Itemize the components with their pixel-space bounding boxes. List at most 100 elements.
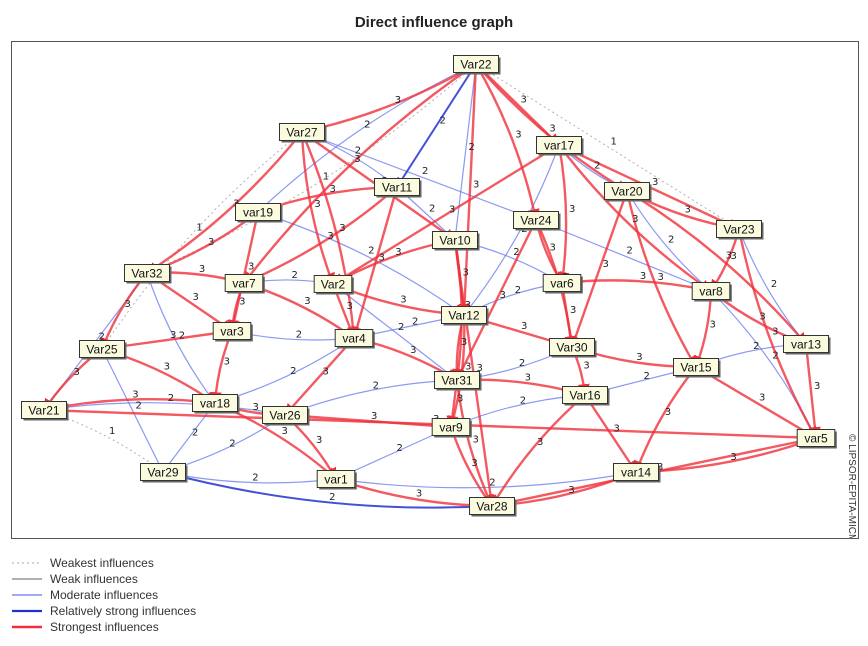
edge-label: 1: [196, 223, 202, 234]
edge-label: 2: [364, 119, 370, 130]
node-label: Var21: [28, 404, 59, 418]
node-var9[interactable]: var9: [431, 418, 472, 438]
legend-label-strongest: Strongest influences: [50, 620, 159, 634]
edge-var27-var25: [101, 131, 303, 350]
node-var21[interactable]: Var21: [21, 401, 69, 421]
edge-var22-var12: [458, 63, 478, 317]
edge-label: 2: [644, 371, 650, 382]
edge-label: 3: [515, 130, 521, 141]
node-var26[interactable]: Var26: [262, 406, 310, 426]
node-var13[interactable]: var13: [783, 335, 831, 355]
node-box: [432, 231, 478, 249]
edge-label: 3: [224, 356, 230, 367]
legend-item-strongest: Strongest influences: [12, 619, 412, 635]
edge-label: 3: [395, 95, 401, 106]
node-var1[interactable]: var1: [316, 470, 357, 490]
edge-label: 3: [614, 424, 620, 435]
node-box: [79, 340, 125, 358]
node-box: [235, 203, 281, 221]
edge-label: 3: [473, 180, 479, 191]
edge-var27-var2: [300, 131, 335, 286]
node-label: Var26: [269, 409, 300, 423]
edge-var19-var12: [257, 211, 465, 316]
node-var5[interactable]: var5: [796, 429, 837, 449]
node-var12[interactable]: Var12: [441, 306, 489, 326]
edge-label: 3: [461, 337, 467, 348]
edge-label: 3: [636, 352, 642, 363]
node-var6[interactable]: var6: [542, 274, 583, 294]
edge-label: 3: [410, 345, 416, 356]
edge-label: 2: [397, 443, 403, 454]
edge-label: 2: [368, 245, 374, 256]
edge-label: 3: [525, 372, 531, 383]
edge-label: 3: [471, 458, 477, 469]
edge-var16-var14: [583, 394, 638, 474]
edge-label: 2: [422, 166, 428, 177]
edge-label: 3: [537, 437, 543, 448]
node-var17[interactable]: var17: [536, 136, 584, 156]
edge-label: 3: [282, 426, 288, 437]
edge-label: 3: [759, 393, 765, 404]
edge-label: 2: [519, 358, 525, 369]
node-var29[interactable]: Var29: [140, 463, 188, 483]
legend-line-weakest-icon: [12, 562, 42, 564]
edge-label: 3: [193, 292, 199, 303]
edge-var32-var25: [100, 272, 148, 351]
edge-label: 2: [772, 350, 778, 361]
node-var23[interactable]: Var23: [716, 220, 764, 240]
node-var11[interactable]: Var11: [374, 178, 422, 198]
node-label: Var2: [321, 278, 346, 292]
node-var27[interactable]: Var27: [279, 123, 327, 143]
edge-label: 3: [347, 301, 353, 312]
node-box: [334, 329, 374, 347]
node-var8[interactable]: var8: [691, 282, 732, 302]
edge-label: 3: [323, 367, 329, 378]
node-var25[interactable]: Var25: [79, 340, 127, 360]
edge-label: 3: [74, 367, 80, 378]
node-var22[interactable]: Var22: [453, 55, 501, 75]
node-var2[interactable]: Var2: [313, 275, 354, 295]
node-var28[interactable]: Var28: [469, 497, 517, 517]
node-var14[interactable]: var14: [613, 463, 661, 483]
edge-label: 2: [440, 116, 446, 127]
node-var7[interactable]: var7: [224, 274, 265, 294]
edge-label: 2: [398, 322, 404, 333]
edge-var22-var10: [452, 63, 477, 241]
edge-label: 2: [99, 332, 105, 343]
node-box: [21, 401, 67, 419]
node-var30[interactable]: Var30: [549, 338, 597, 358]
edge-var16-var28: [490, 394, 586, 508]
graph-title: Direct influence graph: [354, 14, 514, 31]
influence-graph-canvas: 1111222222222222222222222222222222222223…: [21, 55, 837, 517]
edge-label: 3: [472, 434, 478, 445]
node-var24[interactable]: Var24: [513, 211, 561, 231]
node-box: [316, 470, 356, 488]
edge-label: 3: [457, 394, 463, 405]
legend-label-weakest: Weakest influences: [50, 556, 154, 570]
edge-label: 2: [290, 366, 296, 377]
node-label: Var22: [460, 58, 491, 72]
node-label: Var12: [448, 309, 479, 323]
node-var10[interactable]: Var10: [432, 231, 480, 251]
node-var4[interactable]: var4: [334, 329, 375, 349]
node-box: [124, 264, 170, 282]
node-var19[interactable]: var19: [235, 203, 283, 223]
edge-label: 3: [569, 204, 575, 215]
node-var18[interactable]: var18: [192, 394, 240, 414]
node-var3[interactable]: var3: [212, 322, 253, 342]
edge-var20-var30: [569, 190, 629, 349]
edge-label: 2: [412, 317, 418, 328]
edge-label: 2: [296, 329, 302, 340]
edge-var4-var18: [214, 337, 355, 405]
node-var20[interactable]: Var20: [604, 182, 652, 202]
edge-label: 3: [253, 402, 259, 413]
node-var16[interactable]: Var16: [562, 386, 610, 406]
edge-label: 2: [429, 204, 435, 215]
node-var15[interactable]: Var15: [673, 358, 721, 378]
edge-label: 3: [465, 300, 471, 311]
graph-frame: 1111222222222222222222222222222222222223…: [11, 41, 859, 539]
node-label: var19: [243, 206, 273, 220]
node-label: var4: [342, 332, 366, 346]
node-var32[interactable]: Var32: [124, 264, 172, 284]
node-var31[interactable]: Var31: [434, 371, 482, 391]
